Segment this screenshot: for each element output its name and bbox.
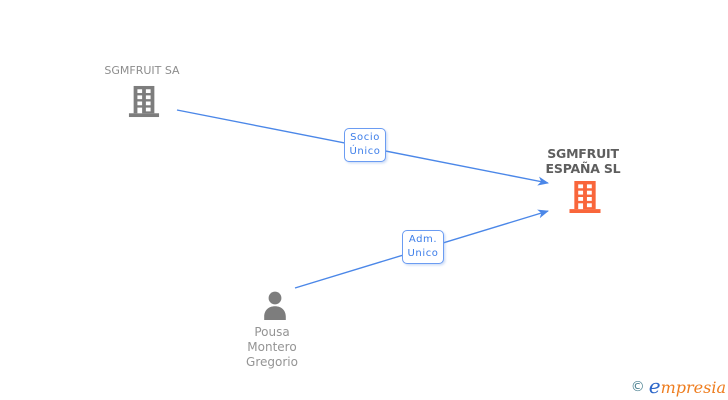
edge-label-line: Adm. [408,234,438,245]
node-label-sgmfruit-sa[interactable]: SGMFRUIT SA [104,64,180,77]
person-icon[interactable] [261,291,289,320]
edge-label-line: Unico [407,248,439,259]
copyright-icon: © [630,379,645,395]
node-label-line: SGMFRUIT [547,146,619,161]
node-label-line: Pousa [254,325,290,339]
node-label-pousa-montero-gregorio[interactable]: Pousa Montero Gregorio [212,325,332,370]
node-label-line: ESPAÑA SL [545,161,621,176]
node-label-line: Gregorio [246,355,298,369]
empresia-logo[interactable]: ©empresia [631,374,726,398]
edge-label-line: Socio [350,132,380,143]
building-icon[interactable] [128,85,160,118]
edge-label-socio-unico: Socio Único [344,128,386,162]
edge-label-adm-unico: Adm. Unico [402,230,444,264]
empresia-logo-text: mpresia [660,378,726,397]
building-icon[interactable] [568,181,602,213]
edge-label-line: Único [349,146,381,157]
node-label-line: Montero [247,340,297,354]
node-label-sgmfruit-espana[interactable]: SGMFRUIT ESPAÑA SL [513,146,653,176]
empresia-logo-initial: e [648,374,661,398]
